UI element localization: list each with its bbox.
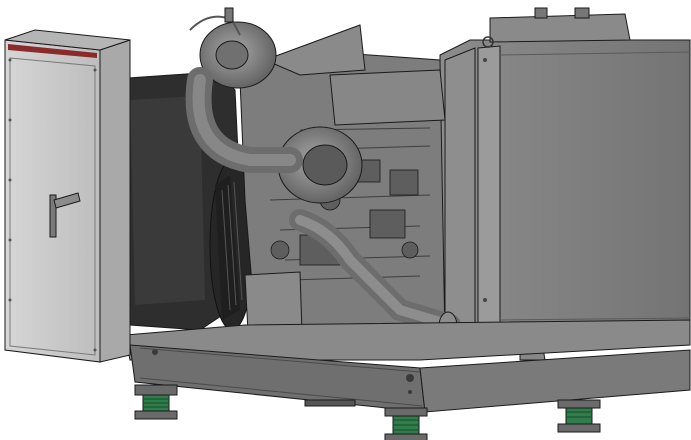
turbocharger-icon <box>189 7 363 204</box>
radiator-icon <box>439 7 691 361</box>
spring-isolator-icon <box>134 384 601 440</box>
door-handle-icon[interactable] <box>49 192 81 238</box>
junction-box <box>244 271 303 333</box>
exhaust-pipe-icon <box>185 67 461 341</box>
skid-base-icon <box>124 319 691 413</box>
